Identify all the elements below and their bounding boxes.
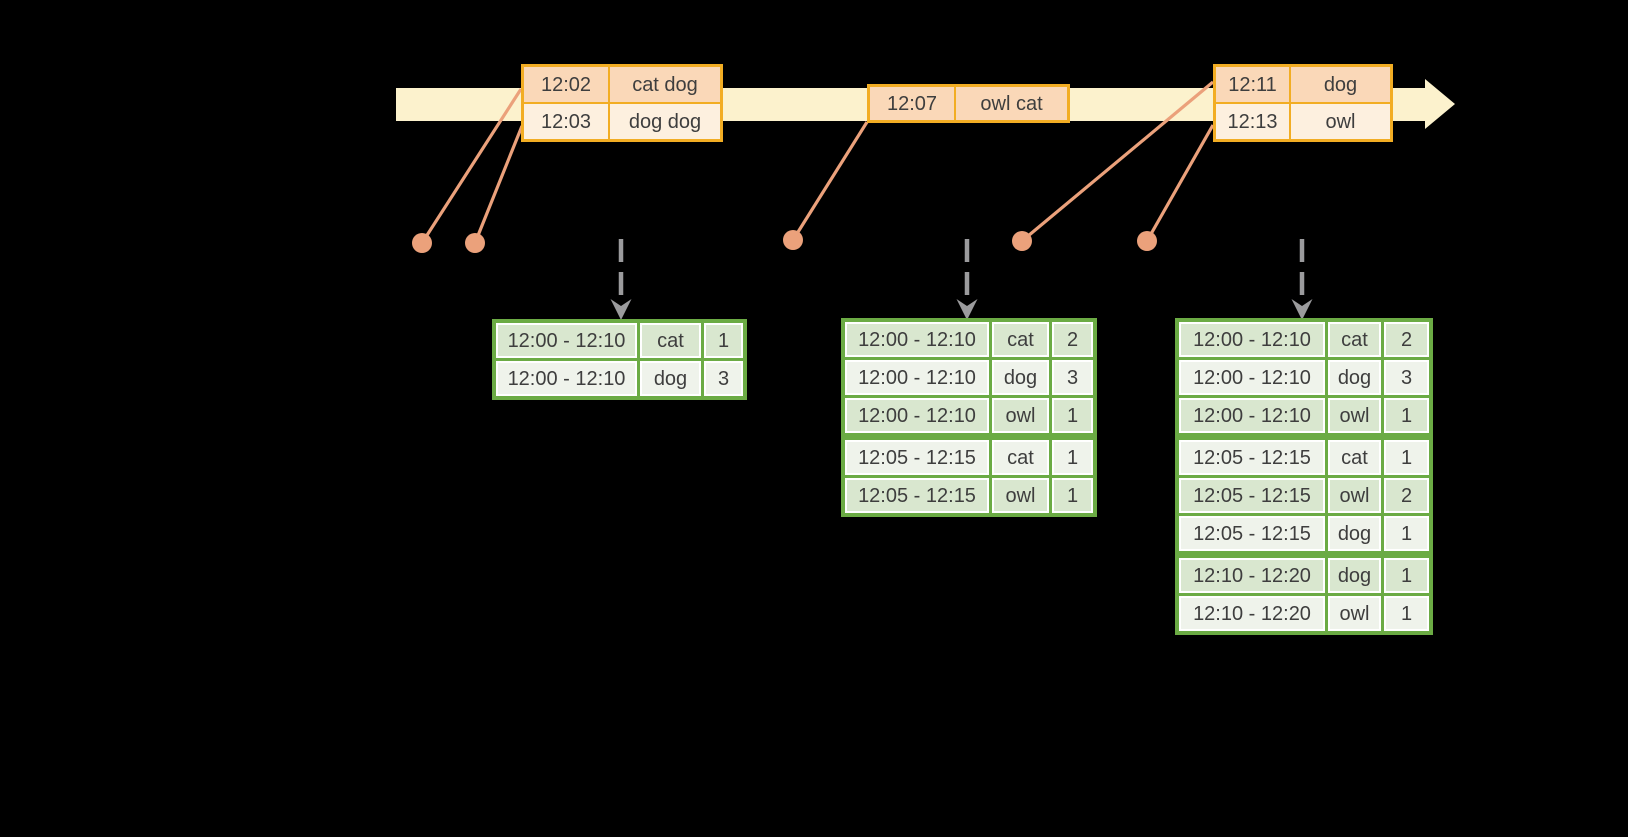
word-cell: cat — [640, 323, 701, 358]
result-row: 12:05 - 12:15 owl 1 — [845, 478, 1093, 513]
callout-line — [1145, 124, 1215, 242]
window-cell: 12:00 - 12:10 — [1179, 322, 1325, 357]
event-time-cell: 12:07 — [870, 87, 954, 120]
result-row: 12:05 - 12:15 cat 1 — [845, 440, 1093, 475]
event-time-cell: 12:13 — [1216, 104, 1289, 139]
result-row: 12:00 - 12:10 owl 1 — [845, 398, 1093, 433]
callout-line — [420, 88, 523, 244]
event-dot-icon — [465, 233, 485, 253]
result-row: 12:00 - 12:10 dog 3 — [1179, 360, 1429, 395]
count-cell: 1 — [1052, 440, 1093, 475]
result-row: 12:00 - 12:10 cat 1 — [496, 323, 743, 358]
event-dot-icon — [412, 233, 432, 253]
result-row: 12:05 - 12:15 cat 1 — [1179, 440, 1429, 475]
trigger-arrowhead-icon — [1291, 299, 1313, 320]
count-cell: 1 — [1384, 558, 1429, 593]
window-cell: 12:05 - 12:15 — [845, 478, 989, 513]
event-time-cell: 12:03 — [524, 104, 608, 139]
count-cell: 2 — [1384, 322, 1429, 357]
result-row: 12:00 - 12:10 dog 3 — [845, 360, 1093, 395]
trigger-arrowheads — [610, 299, 1313, 320]
callout-line — [791, 121, 869, 241]
callout-line — [473, 125, 524, 244]
result-row: 12:00 - 12:10 cat 2 — [1179, 322, 1429, 357]
window-cell: 12:05 - 12:15 — [1179, 516, 1325, 551]
word-cell: cat — [992, 322, 1049, 357]
count-cell: 1 — [704, 323, 743, 358]
event-row: 12:13 owl — [1216, 104, 1390, 139]
event-row: 12:02 cat dog — [524, 67, 720, 102]
event-time-cell: 12:11 — [1216, 67, 1289, 102]
window-cell: 12:00 - 12:10 — [845, 360, 989, 395]
trigger-arrowhead-icon — [956, 299, 978, 320]
word-cell: cat — [1328, 440, 1381, 475]
count-cell: 3 — [704, 361, 743, 396]
word-cell: dog — [992, 360, 1049, 395]
window-cell: 12:00 - 12:10 — [496, 361, 637, 396]
event-words-cell: dog dog — [610, 104, 720, 139]
window-cell: 12:05 - 12:15 — [1179, 440, 1325, 475]
result-table-3: 12:00 - 12:10 cat 2 12:00 - 12:10 dog 3 … — [1175, 318, 1433, 635]
word-cell: dog — [1328, 516, 1381, 551]
event-dot-icon — [1012, 231, 1032, 251]
window-cell: 12:05 - 12:15 — [1179, 478, 1325, 513]
window-cell: 12:10 - 12:20 — [1179, 558, 1325, 593]
count-cell: 1 — [1384, 440, 1429, 475]
word-cell: owl — [1328, 478, 1381, 513]
trigger-arrowhead-icon — [610, 299, 632, 320]
window-cell: 12:00 - 12:10 — [1179, 360, 1325, 395]
event-row: 12:03 dog dog — [524, 104, 720, 139]
callout-line — [1020, 80, 1215, 243]
word-cell: owl — [992, 398, 1049, 433]
window-cell: 12:00 - 12:10 — [845, 398, 989, 433]
word-cell: cat — [1328, 322, 1381, 357]
word-cell: cat — [992, 440, 1049, 475]
window-cell: 12:00 - 12:10 — [496, 323, 637, 358]
event-dot-icon — [1137, 231, 1157, 251]
result-row: 12:05 - 12:15 dog 1 — [1179, 516, 1429, 551]
trigger-arrow-lines — [618, 239, 1305, 300]
event-table-2: 12:07 owl cat — [867, 84, 1070, 123]
word-cell: dog — [1328, 558, 1381, 593]
result-row: 12:00 - 12:10 cat 2 — [845, 322, 1093, 357]
result-row: 12:00 - 12:10 owl 1 — [1179, 398, 1429, 433]
count-cell: 1 — [1384, 596, 1429, 631]
word-cell: owl — [992, 478, 1049, 513]
event-table-3: 12:11 dog 12:13 owl — [1213, 64, 1393, 142]
word-cell: owl — [1328, 596, 1381, 631]
event-dot-icon — [783, 230, 803, 250]
word-cell: dog — [1328, 360, 1381, 395]
event-words-cell: owl cat — [956, 87, 1067, 120]
result-row: 12:05 - 12:15 owl 2 — [1179, 478, 1429, 513]
word-cell: dog — [640, 361, 701, 396]
result-table-2: 12:00 - 12:10 cat 2 12:00 - 12:10 dog 3 … — [841, 318, 1097, 517]
count-cell: 1 — [1384, 516, 1429, 551]
window-cell: 12:05 - 12:15 — [845, 440, 989, 475]
count-cell: 2 — [1052, 322, 1093, 357]
result-row: 12:10 - 12:20 dog 1 — [1179, 558, 1429, 593]
event-table-1: 12:02 cat dog 12:03 dog dog — [521, 64, 723, 142]
event-words-cell: owl — [1291, 104, 1390, 139]
callout-lines — [420, 80, 1215, 244]
window-cell: 12:00 - 12:10 — [845, 322, 989, 357]
window-cell: 12:10 - 12:20 — [1179, 596, 1325, 631]
count-cell: 1 — [1052, 478, 1093, 513]
count-cell: 1 — [1384, 398, 1429, 433]
result-row: 12:10 - 12:20 owl 1 — [1179, 596, 1429, 631]
event-words-cell: dog — [1291, 67, 1390, 102]
count-cell: 1 — [1052, 398, 1093, 433]
count-cell: 2 — [1384, 478, 1429, 513]
event-row: 12:11 dog — [1216, 67, 1390, 102]
count-cell: 3 — [1052, 360, 1093, 395]
window-cell: 12:00 - 12:10 — [1179, 398, 1325, 433]
result-row: 12:00 - 12:10 dog 3 — [496, 361, 743, 396]
event-words-cell: cat dog — [610, 67, 720, 102]
event-row: 12:07 owl cat — [870, 87, 1067, 120]
timeline-arrowhead-icon — [1425, 79, 1455, 129]
count-cell: 3 — [1384, 360, 1429, 395]
word-cell: owl — [1328, 398, 1381, 433]
event-time-cell: 12:02 — [524, 67, 608, 102]
result-table-1: 12:00 - 12:10 cat 1 12:00 - 12:10 dog 3 — [492, 319, 747, 400]
event-dots — [412, 230, 1157, 253]
